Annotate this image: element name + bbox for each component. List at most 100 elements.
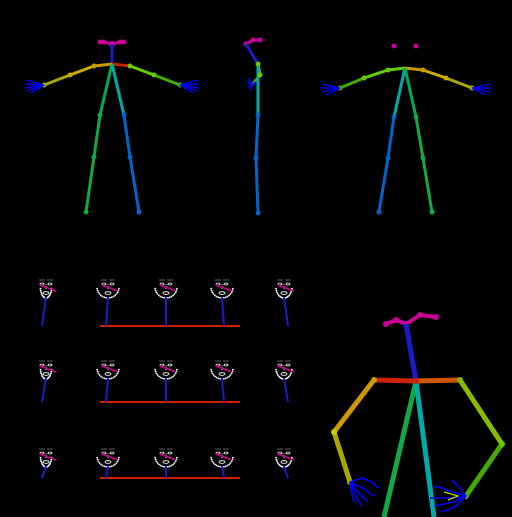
side-view-skeleton xyxy=(243,37,263,216)
face-jaw-point xyxy=(112,464,115,467)
front-shin-left xyxy=(84,156,96,213)
front-joint-shoulder-left xyxy=(91,63,97,69)
face-jaw-point xyxy=(228,294,231,297)
front-joint-knee-right xyxy=(127,154,133,160)
face-jaw-point xyxy=(39,368,42,371)
face-jaw-point xyxy=(275,368,277,371)
closeup-forearm-left xyxy=(331,431,353,483)
face-jaw-point xyxy=(161,296,164,299)
front-joint-hip-left xyxy=(97,112,103,118)
front-hand-left xyxy=(24,79,45,94)
face-neck-line xyxy=(283,377,289,403)
front-joint-elbow-left xyxy=(67,72,73,78)
face-jaw-point xyxy=(289,374,292,376)
face-head-marker xyxy=(277,453,295,461)
face-jaw-point xyxy=(116,372,119,375)
face-jaw-point xyxy=(161,465,164,468)
face-jaw-point xyxy=(210,456,213,459)
face-eye xyxy=(47,451,53,455)
face-jaw-point xyxy=(97,460,100,463)
face-jaw-point xyxy=(97,291,100,294)
face-jaw-point xyxy=(158,294,160,297)
back-forearm-right xyxy=(445,76,473,90)
face-eye xyxy=(223,282,229,286)
back-shoulder-left xyxy=(387,66,406,72)
face-jaw-point xyxy=(276,374,279,376)
face-jaw-point xyxy=(170,295,173,298)
face-keypoints xyxy=(210,279,234,327)
face-mouth xyxy=(162,460,170,464)
front-ear-right xyxy=(121,39,127,45)
face-jaw-point xyxy=(280,377,283,380)
face-jaw-point xyxy=(228,463,231,466)
face-jaw-point xyxy=(105,377,107,380)
face-jaw-point xyxy=(97,372,100,375)
face-head-marker xyxy=(215,365,233,373)
face-jaw-point xyxy=(39,287,42,290)
face-eye xyxy=(47,282,53,286)
face-jaw-point xyxy=(230,460,233,463)
face-jaw-point xyxy=(163,296,166,299)
face-jaw-point xyxy=(276,372,278,375)
face-jaw-point xyxy=(275,456,277,459)
side-joint-hip xyxy=(255,112,261,118)
face-jaw-point xyxy=(219,296,222,299)
face-jaw-point xyxy=(288,294,291,297)
front-ear-left xyxy=(97,39,103,45)
face-jaw-point xyxy=(229,374,232,376)
front-forearm-right xyxy=(153,73,181,87)
face-jaw-point xyxy=(210,289,213,292)
face-jaw-point xyxy=(176,287,178,290)
face-jaw-point xyxy=(217,377,220,380)
face-mouth xyxy=(162,291,170,295)
face-jaw-point xyxy=(155,460,158,463)
front-thigh-left xyxy=(92,114,102,158)
face-jaw-point xyxy=(214,294,216,297)
face-jaw-point xyxy=(154,368,157,371)
face-neck-line xyxy=(105,377,109,403)
face-jaw-point xyxy=(172,463,175,466)
face-jaw-point xyxy=(118,456,120,459)
face-jaw-point xyxy=(155,372,158,375)
face-jaw-point xyxy=(223,377,225,380)
face-jaw-point xyxy=(277,463,280,466)
front-joint-ankle-left xyxy=(83,209,89,215)
face-jaw-point xyxy=(275,289,278,292)
closeup-hand-right xyxy=(430,479,467,513)
face-jaw-point xyxy=(110,465,113,468)
face-jaw-point xyxy=(96,456,98,459)
back-joint-knee-right xyxy=(420,155,426,161)
back-joint-hip-right xyxy=(413,114,419,120)
face-jaw-point xyxy=(224,465,227,468)
face-keypoints xyxy=(154,360,178,402)
face-keypoints xyxy=(154,448,178,478)
face-neck-line xyxy=(41,377,47,403)
back-joint-elbow-left xyxy=(361,75,367,81)
face-jaw-point xyxy=(174,291,177,294)
closeup-shoulder-left xyxy=(373,377,417,384)
face-jaw-point xyxy=(98,462,101,464)
face-jaw-point xyxy=(287,295,289,298)
face-jaw-point xyxy=(40,293,43,295)
face-jaw-point xyxy=(223,296,225,299)
face-mouth xyxy=(218,291,226,295)
face-eye xyxy=(109,451,115,455)
face-jaw-point xyxy=(96,368,98,371)
front-shoulder-right xyxy=(111,62,131,68)
face-jaw-point xyxy=(114,294,116,297)
front-joint-ankle-right xyxy=(136,209,142,215)
face-keypoints xyxy=(210,448,234,479)
face-jaw-point xyxy=(212,374,215,376)
face-jaw-point xyxy=(156,293,159,295)
face-jaw-point xyxy=(48,294,51,297)
front-joint-hip-right xyxy=(121,112,127,118)
face-jaw-point xyxy=(40,460,42,463)
face-jaw-point xyxy=(275,370,278,373)
face-jaw-point xyxy=(229,293,232,295)
face-jaw-point xyxy=(96,289,99,292)
face-jaw-point xyxy=(226,464,229,467)
face-jaw-point xyxy=(275,287,277,290)
back-hand-left xyxy=(321,83,341,96)
face-head-marker xyxy=(277,365,295,373)
front-thigh-right xyxy=(122,114,132,158)
